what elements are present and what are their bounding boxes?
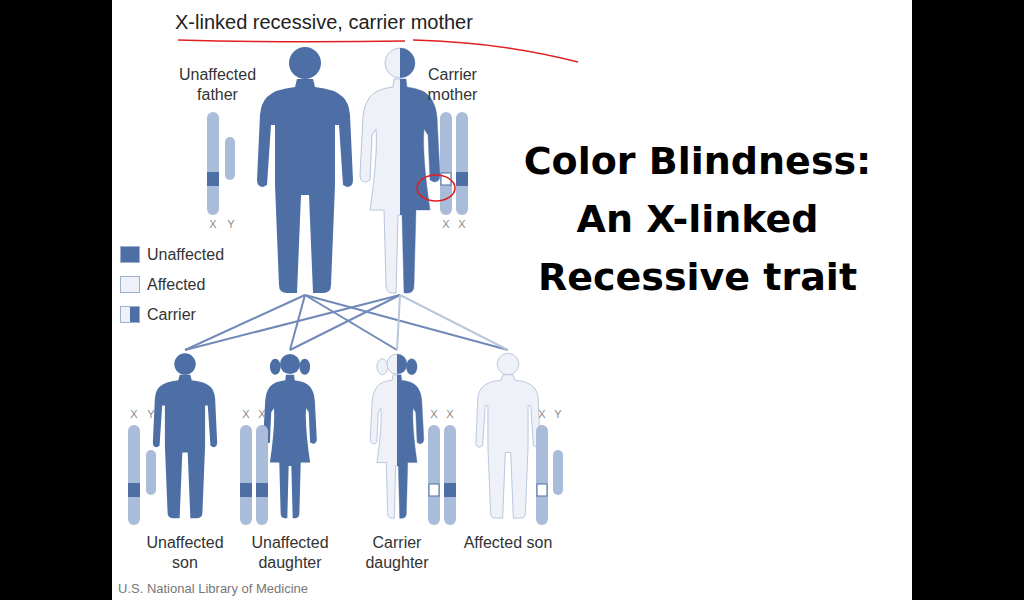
figure-label: Carrier mother [405,65,500,105]
chromosome-letter-holder: X [428,408,440,421]
chromosome-letter-holder: Y [225,218,237,231]
chromosome-letter-holder: Y [145,408,157,421]
chromosome-letter: X [440,218,452,231]
slide-heading: Color Blindness: An X-linked Recessive t… [490,132,905,306]
chromosome-letter-holder: X [536,408,548,421]
legend-swatch [120,306,140,323]
chromosome-letter: X [444,408,456,421]
chromosome-letter: Y [145,408,157,421]
chromosome-letter: X [128,408,140,421]
label-holder: Unaffected son [135,533,235,573]
slide-heading-holder: Color Blindness: An X-linked Recessive t… [490,132,905,306]
figure-label: Affected son [458,533,558,553]
chromosome-letter-holder: X [207,218,219,231]
child-figure: Carrier daughter [347,350,447,575]
legend-text: Carrier [147,305,196,324]
legend-text-holder: Affected [147,275,205,294]
chromosome-letter: X [428,408,440,421]
figure-label: Carrier daughter [347,533,447,573]
chromosome-letter-holder: X [456,218,468,231]
inheritance-line [400,295,508,350]
parent-figure: Unaffected father [170,45,360,295]
legend-swatch [120,276,140,293]
chromosome-letter: X [240,408,252,421]
parent-figure: Carrier mother [360,45,520,295]
chromosome-letter: X [456,218,468,231]
inheritance-line [290,295,400,350]
credit-note: U.S. National Library of Medicine [118,581,438,597]
label-holder: Carrier daughter [347,533,447,573]
inheritance-line [185,295,400,350]
chromosome-letter: X [536,408,548,421]
chromosome-letter: X [256,408,268,421]
inheritance-line [305,295,508,350]
legend-text: Unaffected [147,245,224,264]
label-holder: Unaffected daughter [240,533,340,573]
chromosome-letter-holder: X [440,218,452,231]
credit-note-holder: U.S. National Library of Medicine [118,581,438,597]
legend-text-holder: Carrier [147,305,196,324]
diagram-title: X-linked recessive, carrier mother [175,10,473,34]
legend-swatch [120,246,140,263]
label-holder: Unaffected father [170,65,265,105]
diagram-title-holder: X-linked recessive, carrier mother [175,10,473,34]
chromosome-letter-holder: X [240,408,252,421]
inheritance-line [397,295,400,350]
chromosome-letter: Y [225,218,237,231]
inheritance-line [185,295,305,350]
figure-label: Unaffected father [170,65,265,105]
child-figure: Unaffected son [135,350,235,575]
legend-text: Affected [147,275,205,294]
chromosome-letter: Y [552,408,564,421]
child-figure: Affected son [458,350,558,575]
chromosome-letter-holder: X [444,408,456,421]
label-holder: Affected son [458,533,558,553]
legend-text-holder: Unaffected [147,245,224,264]
chromosome-letter: X [207,218,219,231]
figure-label: Unaffected daughter [240,533,340,573]
label-holder: Carrier mother [405,65,500,105]
chromosome-letter-holder: X [256,408,268,421]
child-figure: Unaffected daughter [240,350,340,575]
figure-label: Unaffected son [135,533,235,573]
chromosome-letter-holder: X [128,408,140,421]
chromosome-letter-holder: Y [552,408,564,421]
